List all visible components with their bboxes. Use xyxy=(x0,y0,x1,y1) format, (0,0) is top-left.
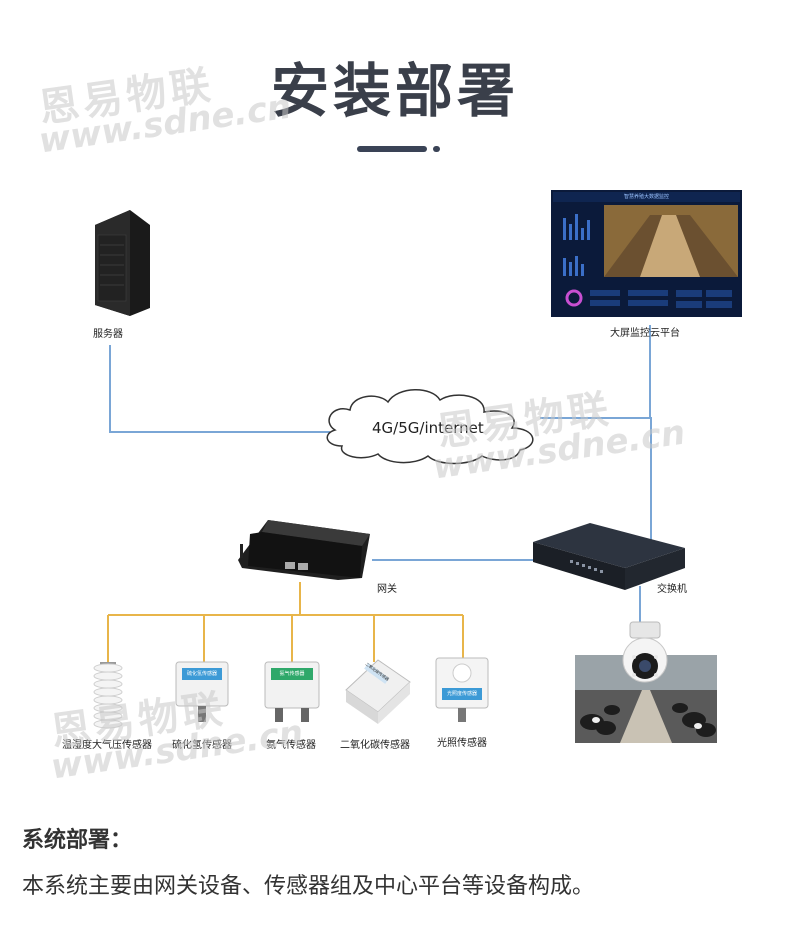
monitor-screen-icon xyxy=(551,190,742,317)
sensor-nh3-icon xyxy=(264,661,320,722)
sensor-label-light: 光照传感器 xyxy=(437,738,487,749)
sensor-label-nh3: 氨气传感器 xyxy=(266,740,316,751)
sensor-h2s-icon xyxy=(175,661,229,722)
server-label: 服务器 xyxy=(93,329,123,340)
page-title: 安装部署 xyxy=(270,57,519,125)
sensor-label-temp-humidity: 温湿度大气压传感器 xyxy=(62,740,152,751)
nh3-panel-text: 氨气传感器 xyxy=(279,671,305,677)
screen-label: 大屏监控云平台 xyxy=(610,328,680,339)
sensor-light-icon xyxy=(435,657,489,722)
h2s-panel-text: 硫化氢传感器 xyxy=(186,671,217,677)
screen-title: 智慧养殖大数据监控 xyxy=(623,194,669,200)
sensor-label-h2s: 硫化氢传感器 xyxy=(172,740,232,751)
gateway-label: 网关 xyxy=(377,584,397,595)
cloud-switch-link xyxy=(645,417,652,542)
switch-icon xyxy=(533,523,685,590)
ptz-camera-icon xyxy=(622,621,668,683)
title-underline-dot xyxy=(433,146,440,152)
cloud-icon xyxy=(326,389,534,465)
cloud-label: 4G/5G/internet xyxy=(372,419,484,437)
server-icon xyxy=(95,210,150,316)
section-heading: 系统部署： xyxy=(22,828,133,853)
sensor-label-co2: 二氧化碳传感器 xyxy=(340,740,410,751)
light-panel-text: 光照度传感器 xyxy=(446,691,477,697)
title-underline xyxy=(357,146,427,152)
sensor-temp-humidity-icon xyxy=(93,662,123,729)
sensor-bus xyxy=(107,582,464,662)
section-description: 本系统主要由网关设备、传感器组及中心平台等设备构成。 xyxy=(22,874,595,899)
sensor-co2-icon xyxy=(345,659,411,724)
camera-barn-image xyxy=(575,655,717,743)
switch-label: 交换机 xyxy=(657,584,687,595)
network-links xyxy=(109,325,652,625)
gateway-icon xyxy=(238,520,370,580)
server-cloud-link xyxy=(109,345,330,433)
